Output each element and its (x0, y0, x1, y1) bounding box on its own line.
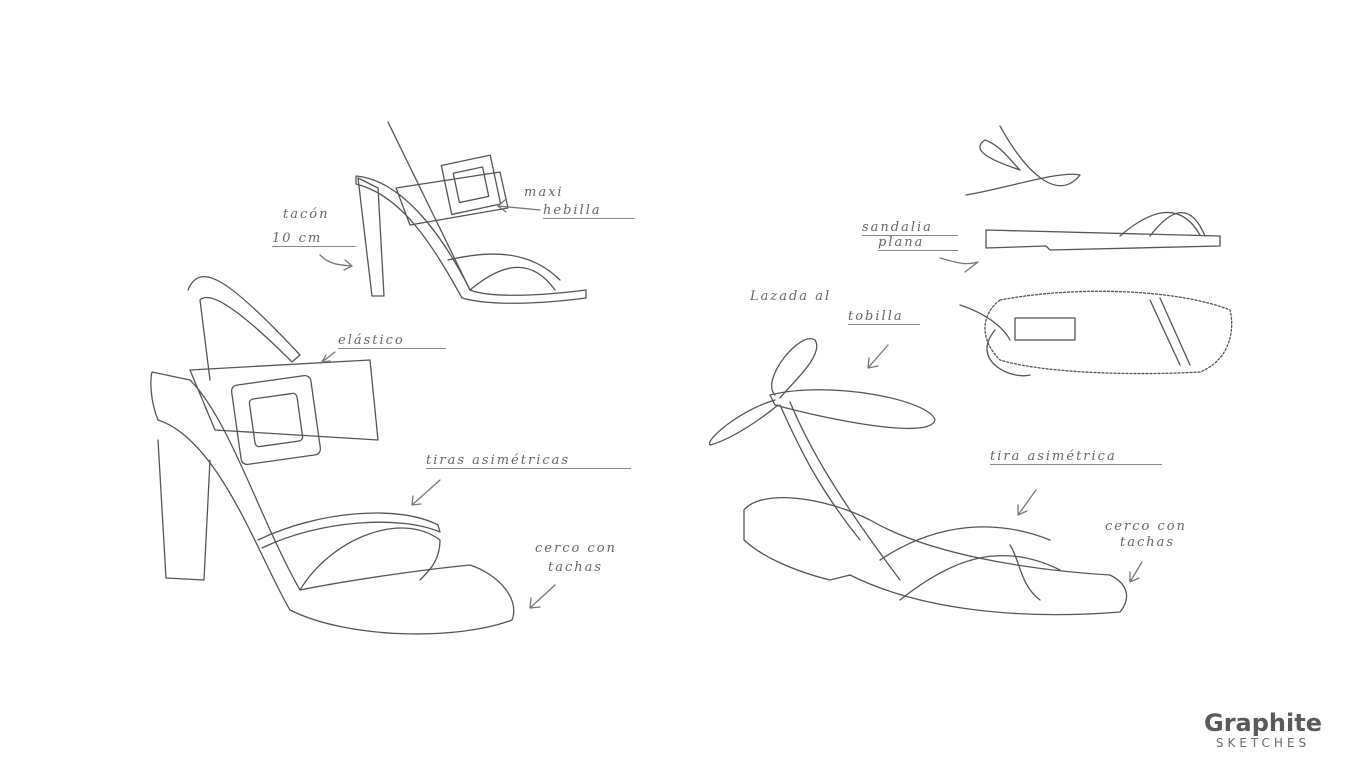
large-heel-sandal-sketch (150, 276, 515, 635)
flat-sandal-top-sketch (959, 290, 1233, 377)
note-studded-rim-left-2: tachas (548, 560, 604, 575)
note-ankle-bow-1: Lazada al (750, 289, 832, 304)
note-studded-rim-left-1: cerco con (535, 541, 617, 556)
note-asymmetric-strap: tira asimétrica (990, 450, 1162, 465)
note-maxi-buckle-1: maxi (524, 185, 564, 200)
large-flat-sandal-sketch (709, 338, 1128, 616)
note-heel-height-1: tacón (283, 207, 330, 222)
flat-sandal-side-sketch (965, 125, 1221, 251)
small-heel-sandal-sketch (355, 121, 587, 304)
note-flat-sandal-2: plana (878, 236, 958, 251)
logo-main-text: Graphite (1204, 709, 1322, 737)
graphite-sketches-logo: Graphite SKETCHES (1204, 710, 1322, 750)
note-maxi-buckle-2: hebilla (543, 204, 635, 219)
note-elastic: elástico (338, 334, 446, 349)
logo-sub-text: SKETCHES (1215, 736, 1311, 750)
note-studded-rim-right-2: tachas (1120, 535, 1176, 550)
note-asymmetric-straps: tiras asimétricas (426, 454, 631, 469)
note-flat-sandal-1: sandalia (862, 221, 958, 236)
note-heel-height-2: 10 cm (272, 232, 356, 247)
note-studded-rim-right-1: cerco con (1105, 519, 1187, 534)
annotation-arrows (319, 199, 1143, 609)
note-ankle-bow-2: tobilla (848, 310, 920, 325)
